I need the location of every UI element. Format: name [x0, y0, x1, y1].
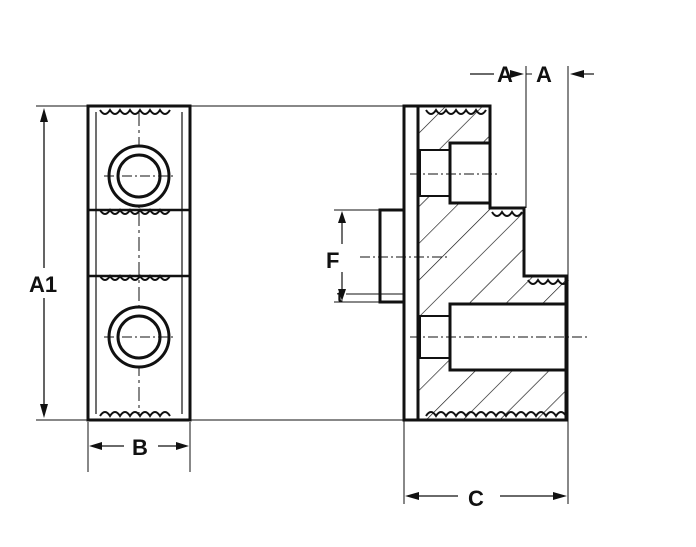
side-bottom-serration: [425, 411, 567, 418]
label-c: C: [468, 486, 484, 511]
front-mid-serration-upper: [99, 208, 171, 215]
dimension-t: t: [337, 287, 404, 306]
dimension-a1: A1: [24, 108, 66, 418]
upper-counterbore-head: [448, 141, 492, 205]
label-b: B: [132, 435, 148, 460]
front-bottom-serration: [99, 411, 171, 418]
side-mid-serration: [491, 210, 523, 217]
label-a-right: A: [536, 62, 552, 87]
side-key-tongue: [378, 208, 406, 304]
side-section-view: [360, 104, 590, 422]
dimension-c: C: [405, 486, 567, 511]
front-top-serration: [99, 108, 171, 115]
dimension-b: B: [87, 422, 191, 472]
upper-counterbore: [419, 149, 451, 197]
front-mid-serration-lower: [99, 274, 171, 281]
label-a-left: A: [497, 62, 513, 87]
dimension-a-a: A A: [470, 62, 594, 276]
label-t: t: [337, 287, 343, 306]
side-step-serration: [527, 278, 569, 285]
side-back-plate: [402, 104, 420, 422]
side-top-serration: [425, 108, 487, 115]
label-f: F: [326, 248, 339, 273]
label-a1: A1: [29, 272, 57, 297]
front-view: [86, 104, 192, 422]
dimension-f: F: [326, 209, 380, 303]
